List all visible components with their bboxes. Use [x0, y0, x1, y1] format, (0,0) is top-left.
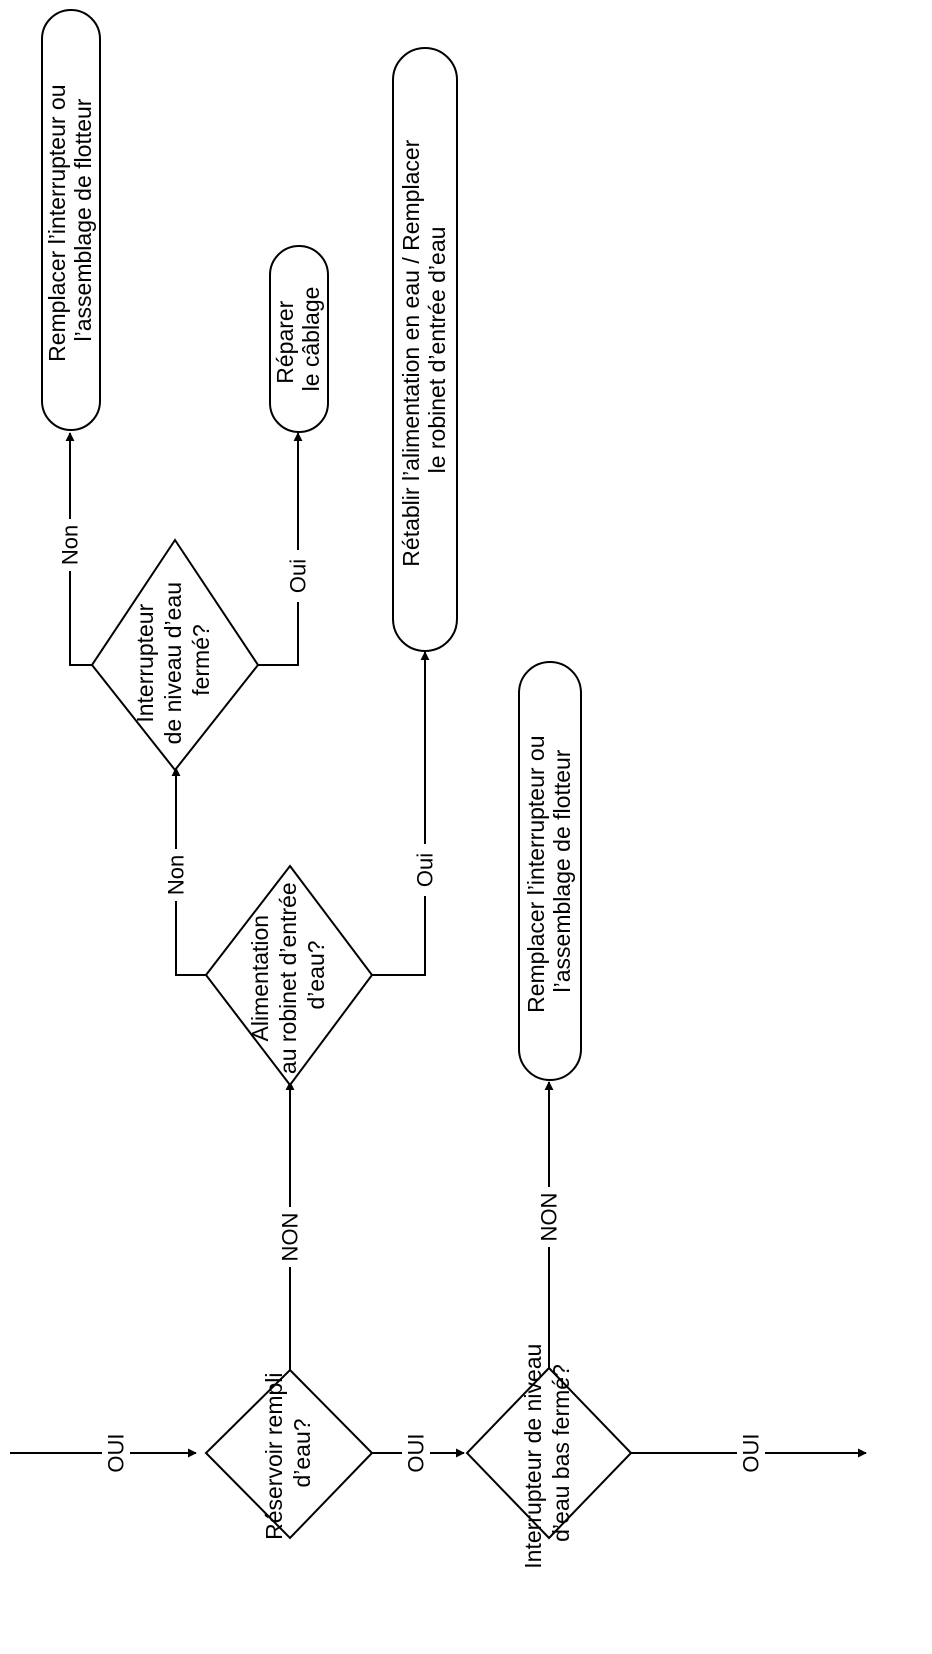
- edge-alimentation-non: [171, 767, 206, 976]
- edge-labels: OUI OUI NON Non Oui Non Oui NON: [56, 519, 765, 1477]
- terminal-reparer: Réparer le câblage: [269, 245, 329, 433]
- terminal-shape: [518, 661, 582, 1081]
- edge-label-alimentation-non: Non: [164, 855, 189, 895]
- decision-label: Réservoir rempli d’eau?: [261, 1366, 315, 1540]
- terminal-remplacer-top: Remplacer l’interrupteur ou l’assemblage…: [41, 9, 101, 431]
- decision-shape: [465, 1366, 633, 1540]
- decision-shape: [204, 1368, 374, 1540]
- edge-niveau-oui: [258, 432, 303, 666]
- edge-label-reservoir-oui: OUI: [404, 1433, 429, 1472]
- edge-label-alimentation-oui: Oui: [413, 853, 438, 887]
- decision-niveau-ferme: Interrupteur de niveau d’eau fermé?: [90, 538, 260, 772]
- terminal-retablir: Rétablir l’alimentation en eau / Remplac…: [392, 47, 458, 652]
- decision-bas-ferme: Interrupteur de niveau d’eau bas fermé?: [465, 1337, 633, 1569]
- edge-label-bas-oui: OUI: [739, 1433, 764, 1472]
- decision-shape: [90, 538, 260, 772]
- terminal-remplacer-bottom: Remplacer l’interrupteur ou l’assemblage…: [518, 661, 582, 1081]
- decision-label: Interrupteur de niveau d’eau bas fermé?: [520, 1337, 574, 1568]
- edge-alimentation-oui: [372, 651, 430, 976]
- decision-label: Alimentation au robinet d’entrée d’eau?: [247, 876, 329, 1074]
- terminal-label: Remplacer l’interrupteur ou l’assemblage…: [523, 729, 575, 1013]
- terminal-label: Remplacer l’interrupteur ou l’assemblage…: [44, 78, 96, 362]
- edge-label-bas-non: NON: [537, 1193, 562, 1242]
- terminal-shape: [41, 9, 101, 431]
- terminal-label: Réparer le câblage: [272, 287, 324, 392]
- decision-alimentation: Alimentation au robinet d’entrée d’eau?: [204, 864, 374, 1087]
- edge-label-niveau-non: Non: [58, 525, 83, 565]
- decision-reservoir: Réservoir rempli d’eau?: [204, 1366, 374, 1540]
- terminal-shape: [269, 245, 329, 433]
- terminal-shape: [392, 47, 458, 652]
- decision-shape: [204, 864, 374, 1087]
- edge-niveau-non: [65, 432, 92, 666]
- edge-label-entry: OUI: [104, 1433, 129, 1472]
- decision-label: Interrupteur de niveau d’eau fermé?: [132, 576, 214, 745]
- edge-label-reservoir-non: NON: [278, 1213, 303, 1262]
- edge-label-niveau-oui: Oui: [286, 559, 311, 593]
- terminal-label: Rétablir l’alimentation en eau / Remplac…: [398, 133, 450, 566]
